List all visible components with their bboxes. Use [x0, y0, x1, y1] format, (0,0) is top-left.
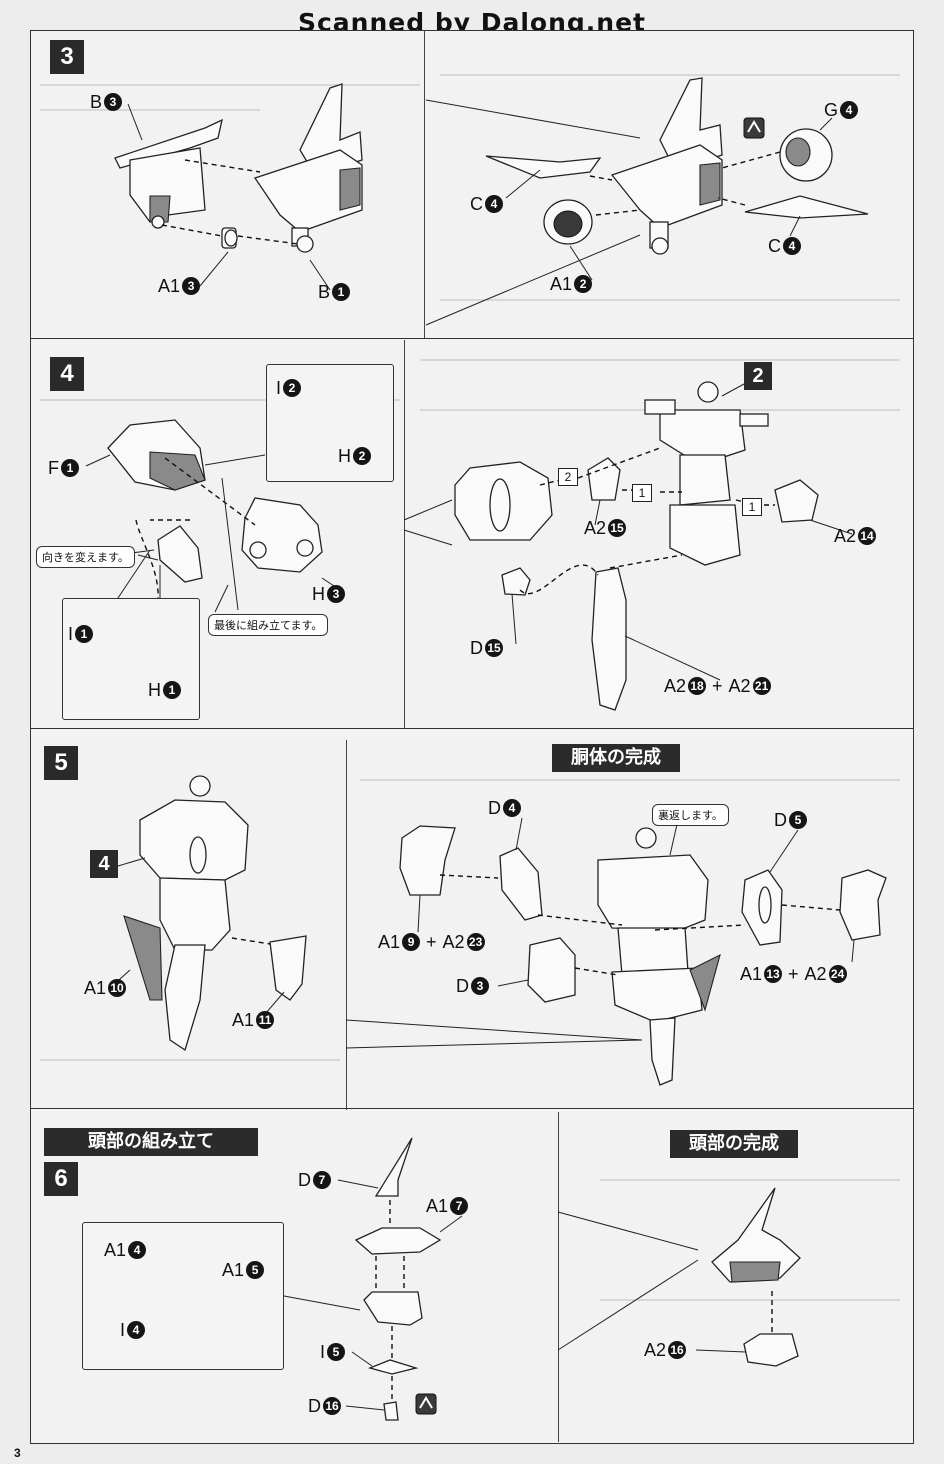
step-number-3: 3 [50, 40, 84, 74]
step3-intake-a1-2 [543, 199, 593, 245]
head-assembly-banner: 頭部の組み立て [44, 1128, 258, 1156]
panel-divider [558, 1112, 559, 1442]
step3-assembled-body [610, 77, 723, 255]
step3-body-part-b1 [253, 83, 363, 253]
step4-back-part-h3 [241, 497, 323, 573]
step6-head-core [363, 1291, 423, 1326]
step4-part-a2-14 [774, 479, 819, 523]
step5-part-d3 [527, 937, 576, 1003]
step3-joint-a1-3 [221, 227, 238, 249]
step4-torso-frame [644, 381, 769, 566]
section-divider [30, 728, 914, 729]
step6-chin-i5 [367, 1359, 419, 1375]
inset-box-head-subassembly [82, 1222, 284, 1370]
step5-part-d5 [741, 869, 783, 946]
page-number: 3 [14, 1446, 21, 1460]
step5-fin-a1-11 [269, 935, 307, 1001]
step5-part-a1-9-a2-23 [399, 825, 456, 896]
step6-cement-icon [415, 1393, 437, 1415]
step6-head-complete-illustration [711, 1187, 801, 1283]
section-divider [30, 1108, 914, 1109]
step-number-5: 5 [44, 746, 78, 780]
substep-marker-4: 4 [90, 850, 118, 878]
step5-torso-side [123, 775, 249, 1052]
step4-chest-assembly [454, 461, 553, 541]
torso-complete-banner: 胴体の完成 [552, 744, 680, 772]
change-direction-note: 向きを変えます。 [36, 546, 135, 568]
ghost-print-through [40, 74, 900, 1301]
step5-part-d4 [499, 847, 543, 921]
panel-divider [404, 340, 405, 728]
step6-crest-d7 [374, 1137, 413, 1197]
step4-part-a2-15 [587, 457, 621, 501]
head-complete-banner: 頭部の完成 [670, 1130, 798, 1158]
step3-wing-part-b3 [114, 118, 223, 229]
panel-divider [424, 30, 425, 338]
inset-box-hand-part [62, 598, 200, 720]
step3-wing-c4-left [485, 155, 602, 179]
panel-divider [346, 740, 347, 1110]
step6-part-d16 [383, 1401, 399, 1421]
turn-over-note: 裏返します。 [652, 804, 729, 826]
step3-nozzle-g4 [779, 128, 833, 182]
assemble-last-note: 最後に組み立てます。 [208, 614, 329, 636]
step5-torso-back [597, 827, 721, 1086]
step3-cement-icon [743, 117, 765, 139]
section-divider [30, 338, 914, 339]
step6-helmet-a1-7 [354, 1227, 442, 1255]
step6-part-a2-16 [743, 1333, 799, 1367]
step-number-4: 4 [50, 357, 84, 391]
order-marker-1: 1 [742, 498, 762, 516]
step4-hand-part [157, 525, 203, 583]
step4-part-a2-18-21 [591, 567, 627, 711]
step-number-6: 6 [44, 1162, 78, 1196]
step4-part-d15 [501, 567, 531, 596]
substep-marker-2: 2 [744, 362, 772, 390]
order-marker-1: 1 [632, 484, 652, 502]
step5-part-a1-13-a2-24 [839, 869, 887, 941]
step3-wing-c4-right [744, 195, 869, 219]
step4-chest-part-f1 [107, 419, 206, 491]
order-marker-2: 2 [558, 468, 578, 486]
